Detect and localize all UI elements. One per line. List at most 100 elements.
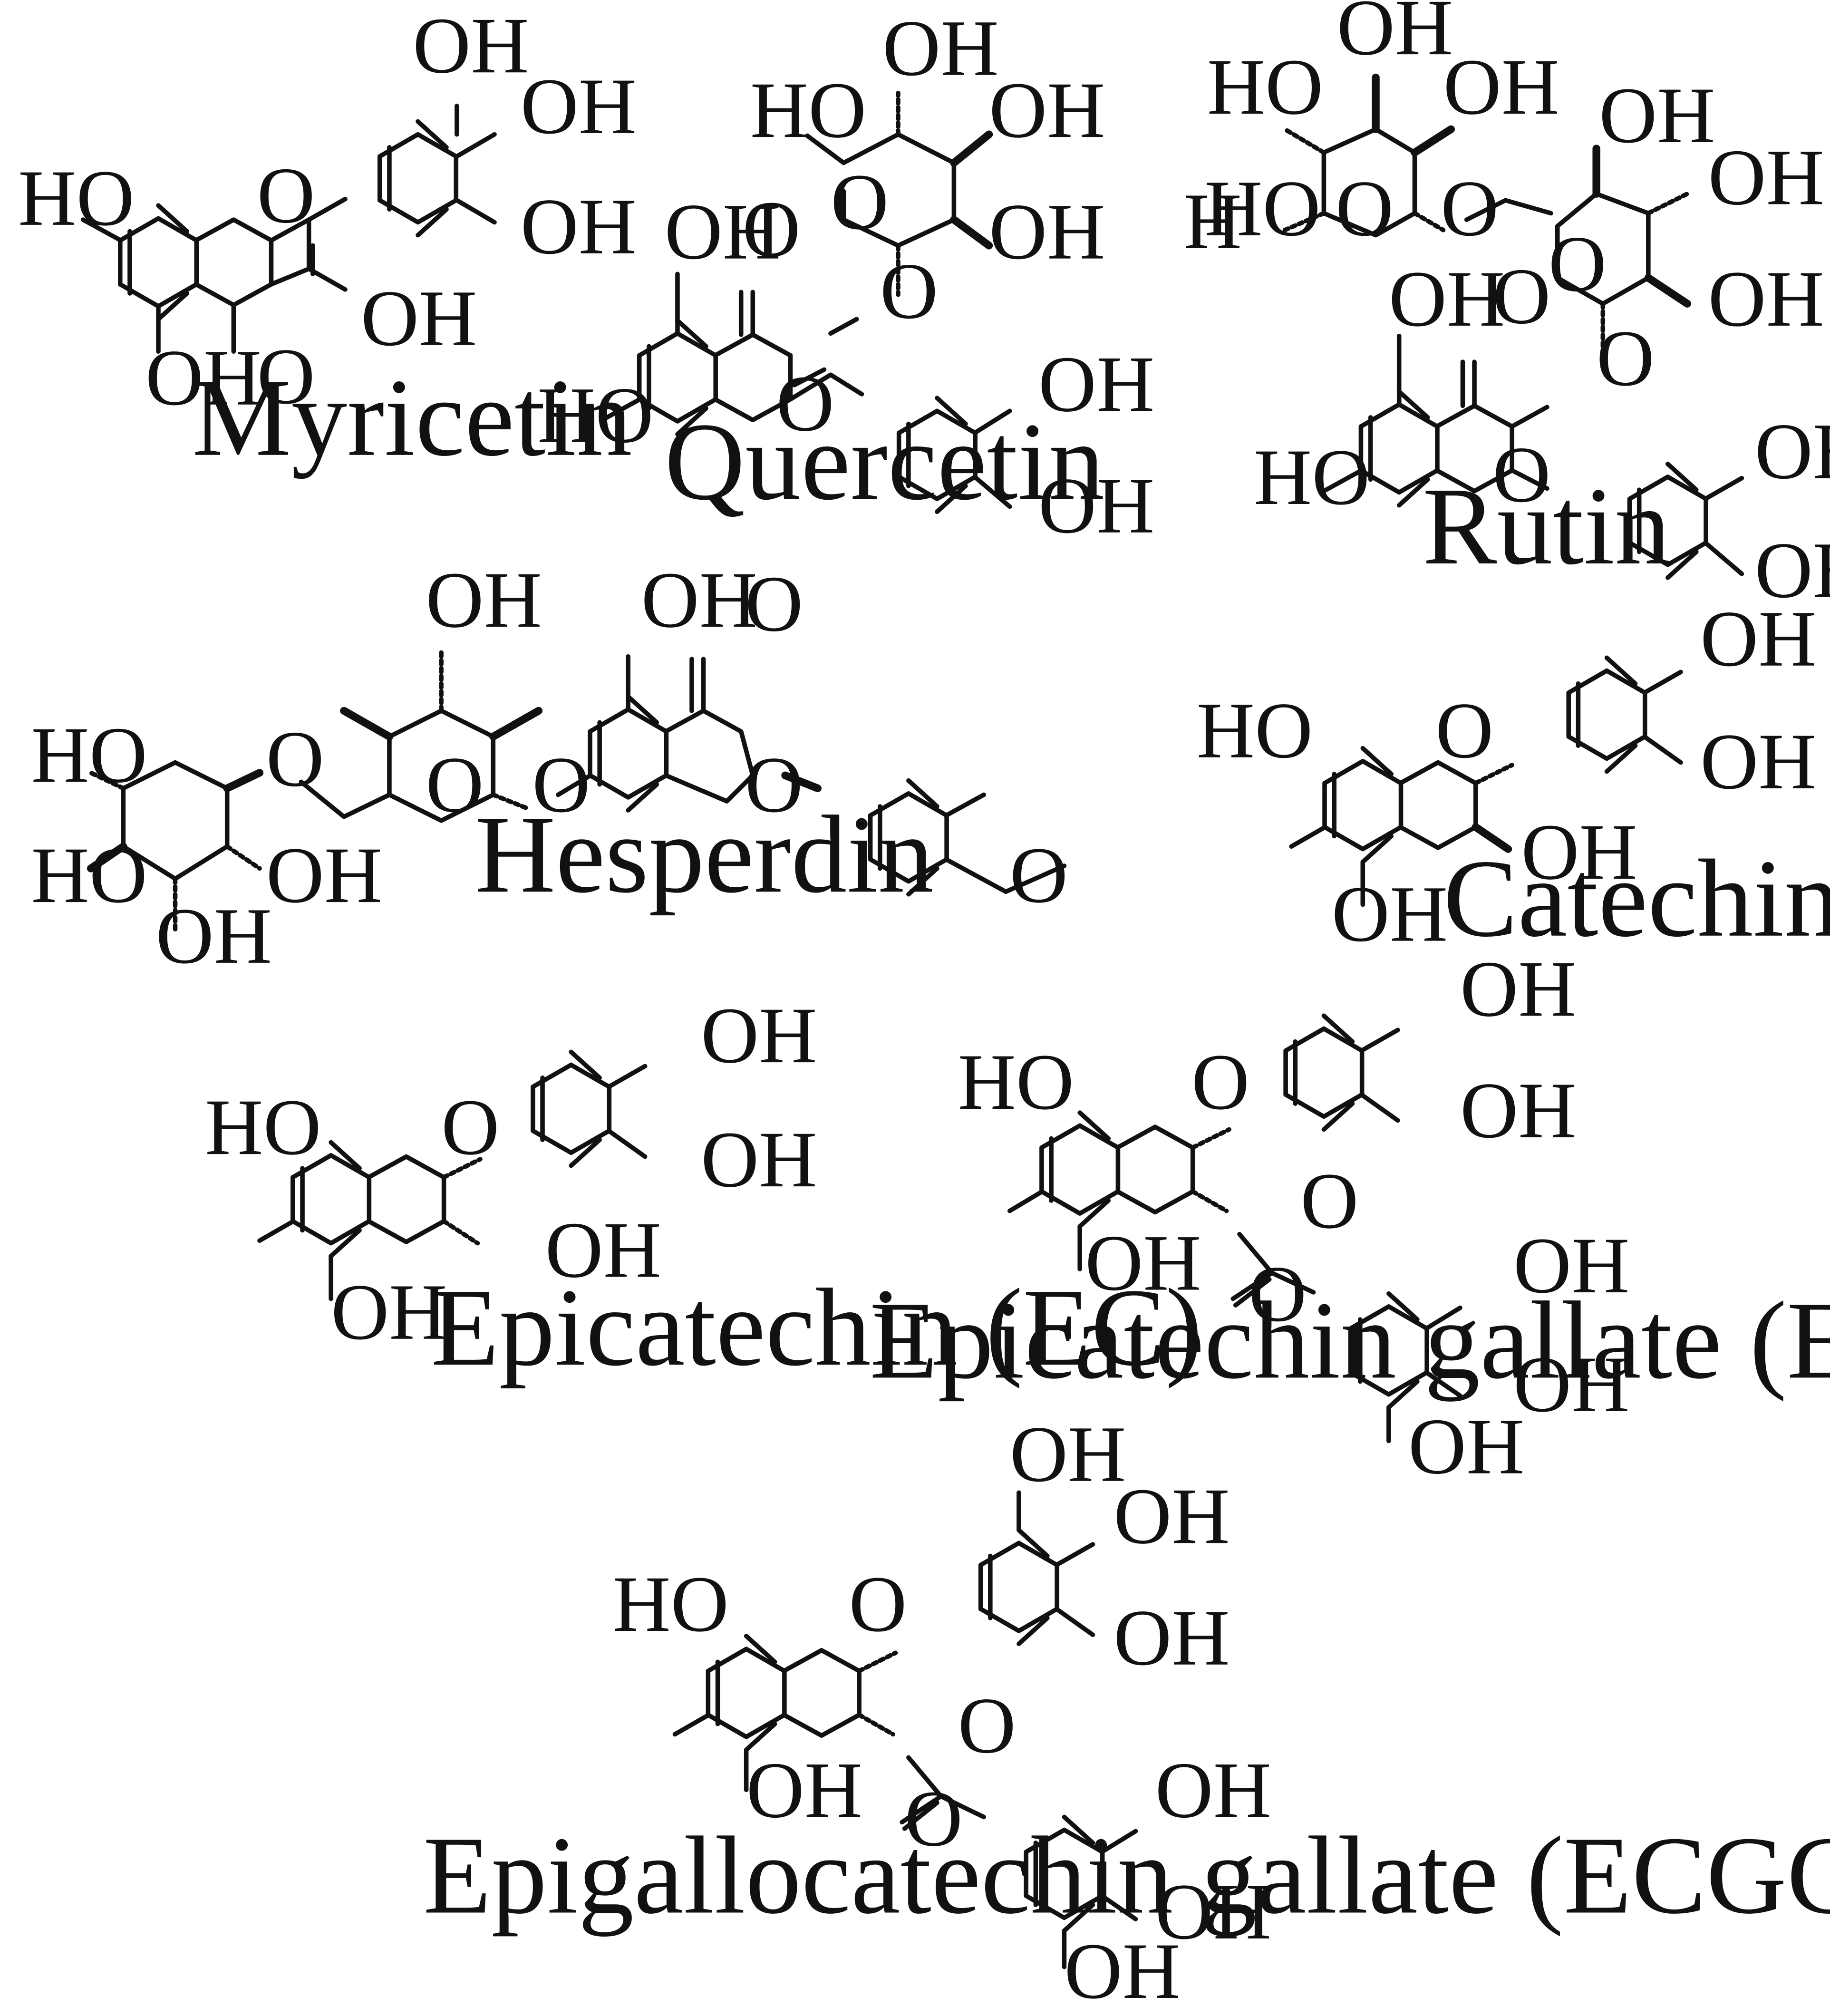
- atom-label: OH: [145, 333, 261, 422]
- atom-label: OH: [1113, 1593, 1230, 1682]
- atom-label: O: [745, 560, 803, 649]
- atom-label: OH: [1038, 340, 1154, 429]
- atom-label: OH: [521, 62, 637, 151]
- atom-label: O: [1441, 164, 1499, 253]
- atom-label: O: [1010, 831, 1068, 920]
- atom-label: OH: [641, 556, 757, 645]
- atom-label: O: [1549, 220, 1607, 309]
- atom-label: OH: [1755, 526, 1830, 615]
- atom-label: OH: [1513, 1340, 1629, 1429]
- atom-label: OH: [521, 182, 637, 271]
- atom-label: OH: [1408, 1402, 1524, 1491]
- atom-label: HO: [205, 1083, 321, 1172]
- atom-label: O: [257, 151, 315, 240]
- atom-label: O: [905, 1774, 963, 1863]
- atom-label: OH: [1064, 1927, 1180, 2016]
- atom-label: O: [1597, 314, 1655, 403]
- atom-label: H: [1184, 177, 1242, 266]
- atom-label: HO: [958, 1037, 1074, 1126]
- atom-label: O: [745, 740, 803, 829]
- compound-name-epicatechin: Epicatechin (EC): [431, 1266, 1202, 1389]
- atom-label: O: [880, 247, 938, 336]
- atom-label: HO: [1204, 164, 1320, 253]
- atom-label: OH: [1755, 407, 1830, 496]
- compound-name-hesperdin: Hesperdin: [475, 793, 934, 916]
- atom-label: O: [849, 1560, 907, 1648]
- epicatechin-structure: [257, 1049, 648, 1301]
- atom-label: HO: [750, 66, 866, 155]
- atom-label: OH: [989, 66, 1105, 155]
- atom-label: OH: [1513, 1221, 1629, 1310]
- compound-name-rutin: Rutin: [1423, 464, 1671, 587]
- atom-label: OH: [361, 274, 477, 363]
- atom-label: HO: [612, 1560, 728, 1648]
- atom-label: O: [1249, 1250, 1307, 1338]
- atom-label: OH: [1155, 1746, 1271, 1835]
- atom-label: HO: [1197, 686, 1313, 775]
- atom-label: OH: [1708, 133, 1824, 222]
- atom-label: OH: [701, 991, 817, 1080]
- atom-label: OH: [1038, 461, 1154, 550]
- atom-label: O: [426, 740, 484, 829]
- compound-name-ecg: Epicatechin gallate (ECG): [870, 1279, 1830, 1402]
- atom-label: O: [1336, 164, 1394, 253]
- atom-label: OH: [545, 1206, 661, 1295]
- atom-label: OH: [1521, 808, 1637, 897]
- atom-label: O: [1435, 686, 1493, 775]
- atom-label: HO: [31, 711, 147, 800]
- hesperdin-structure: [87, 650, 1067, 933]
- atom-label: O: [958, 1681, 1016, 1770]
- atom-label: OH: [1443, 43, 1559, 132]
- ecg-structure: [1007, 1013, 1462, 1444]
- atom-label: HO: [31, 831, 147, 920]
- rutin-structure: [1282, 73, 1744, 580]
- atom-label: O: [266, 715, 324, 804]
- atom-label: O: [257, 332, 315, 421]
- atom-label: OH: [1010, 1410, 1126, 1499]
- atom-label: OH: [1460, 945, 1576, 1034]
- compound-name-myricetin: Myricetin: [192, 356, 632, 479]
- atom-label: OH: [1085, 1219, 1201, 1308]
- atom-label: O: [441, 1083, 499, 1172]
- atom-label: OH: [1155, 1867, 1271, 1956]
- quercetin-structure: [600, 90, 1012, 514]
- atom-label: O: [1492, 252, 1550, 341]
- atom-label: OH: [413, 1, 529, 90]
- atom-label: OH: [1389, 254, 1505, 343]
- atom-label: O: [532, 740, 590, 829]
- atom-label: OH: [1460, 1066, 1576, 1155]
- atom-label: HO: [18, 154, 134, 242]
- atom-label: HO: [537, 371, 653, 460]
- atom-label: OH: [701, 1115, 817, 1204]
- atom-label: OH: [1113, 1472, 1230, 1561]
- atom-label: O: [742, 184, 800, 273]
- compound-name-catechin: Catechin (C): [1443, 836, 1830, 960]
- atom-label: OH: [426, 556, 542, 645]
- compound-name-quercetin: Quercetin: [665, 400, 1105, 523]
- atom-label: OH: [1700, 594, 1816, 683]
- atom-label: O: [1191, 1037, 1249, 1126]
- atom-label: OH: [746, 1746, 862, 1835]
- atom-label: OH: [1708, 254, 1824, 343]
- atom-label: HO: [1207, 43, 1323, 132]
- atom-label: OH: [989, 187, 1105, 276]
- atom-label: OH: [1700, 717, 1816, 806]
- atom-label: OH: [1599, 71, 1715, 160]
- atom-label: OH: [156, 892, 272, 980]
- atom-label: OH: [882, 4, 998, 93]
- atom-label: HO: [1254, 433, 1370, 522]
- catechin-structure: [1289, 655, 1683, 907]
- atom-label: O: [831, 157, 889, 246]
- atom-label: O: [1300, 1156, 1358, 1245]
- myricetin-structure: [80, 104, 497, 354]
- atom-label: OH: [1337, 0, 1453, 72]
- atom-label: OH: [331, 1268, 447, 1357]
- atom-label: O: [1492, 430, 1550, 519]
- atom-label: O: [776, 359, 834, 448]
- atom-label: OH: [1332, 870, 1448, 959]
- compound-name-ecgc: Epigallocatechin gallate (ECGC): [423, 1813, 1830, 1937]
- ecgc-structure: [672, 1490, 1138, 1969]
- atom-label: OH: [266, 831, 382, 920]
- atom-label: OH: [665, 187, 781, 276]
